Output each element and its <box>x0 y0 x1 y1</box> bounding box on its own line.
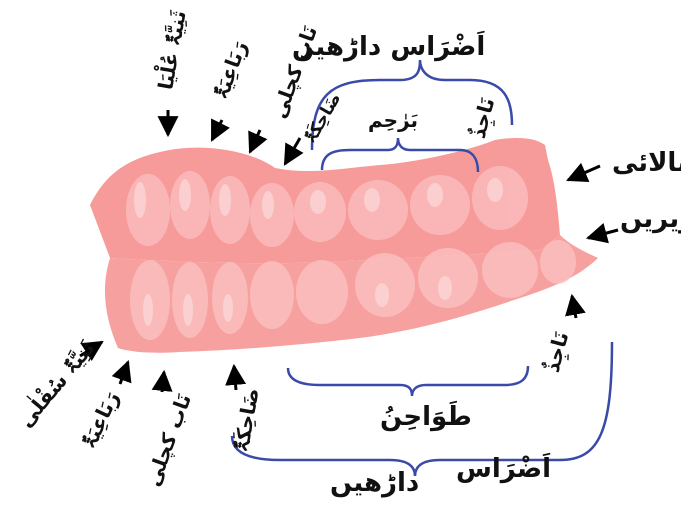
label-lower-jaw: زیریں <box>620 206 681 232</box>
label-upper-premolars: بَرٰحِم <box>368 110 418 130</box>
label-lower-molars-b: داڑھیں <box>330 470 419 496</box>
label-lower-premolars: طَوَاحِنُ <box>380 404 472 430</box>
arrow-upper-canine <box>250 130 260 152</box>
teeth-illustration <box>90 138 598 353</box>
arrow-lower-premolar <box>234 366 236 390</box>
arrow-lower-canine <box>162 372 164 392</box>
arrow-lower-wisdom <box>572 296 576 318</box>
label-lower-molars-a: اَضْرَاس <box>456 456 551 482</box>
arrow-lower-jaw <box>588 230 618 238</box>
arrow-upper-jaw <box>568 166 600 180</box>
label-upper-jaw: بالائی <box>612 150 681 176</box>
lower-premolars-bracket <box>288 366 528 396</box>
arrow-upper-premolar <box>285 138 300 164</box>
arrow-upper-lateral <box>212 120 222 140</box>
arrow-lower-lateral <box>120 362 128 384</box>
label-upper-molars: اَضْرَاس داڑھیں <box>292 34 485 60</box>
